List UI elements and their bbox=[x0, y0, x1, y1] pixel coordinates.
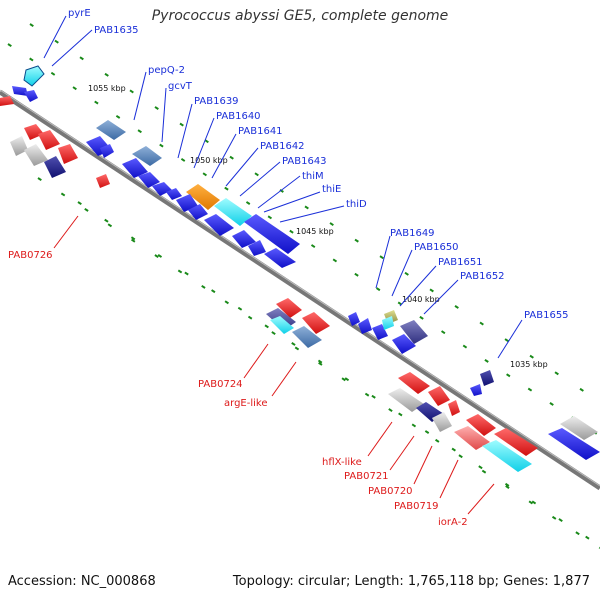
gene-label: PAB1640 bbox=[216, 111, 261, 122]
tick-dots bbox=[7, 23, 600, 549]
gene-label: PAB1650 bbox=[414, 242, 459, 253]
genome-backbone-highlight bbox=[0, 89, 600, 487]
lower-genes bbox=[0, 96, 538, 472]
gene-label: iorA-2 bbox=[438, 517, 468, 528]
gene-label: PAB1655 bbox=[524, 310, 569, 321]
gene-label: PAB1639 bbox=[194, 96, 239, 107]
tick-label: 1040 kbp bbox=[402, 295, 440, 304]
gene-label: PAB1651 bbox=[438, 257, 483, 268]
gene-label: PAB1642 bbox=[260, 141, 305, 152]
gene-label: thiD bbox=[346, 199, 367, 210]
gene-label: PAB0721 bbox=[344, 471, 389, 482]
tick-label: 1050 kbp bbox=[190, 156, 228, 165]
gene-label: gcvT bbox=[168, 81, 193, 92]
kbp-ticks: 1055 kbp 1050 kbp 1045 kbp 1040 kbp 1035… bbox=[88, 84, 548, 369]
gene-label: hflX-like bbox=[322, 457, 362, 468]
gene-label: thiM bbox=[302, 171, 324, 182]
gene-label: PAB1652 bbox=[460, 271, 505, 282]
gene-label: PAB0720 bbox=[368, 486, 413, 497]
accession-text: Accession: NC_000868 bbox=[8, 574, 156, 589]
gene-label: thiE bbox=[322, 184, 341, 195]
tick-label: 1055 kbp bbox=[88, 84, 126, 93]
map-title: Pyrococcus abyssi GE5, complete genome bbox=[151, 8, 449, 24]
lower-gene-labels: PAB0726 PAB0724 argE-like hflX-like PAB0… bbox=[8, 215, 495, 528]
gene-label: PAB1635 bbox=[94, 25, 139, 36]
gene-label: argE-like bbox=[224, 398, 267, 409]
gene-label: PAB1641 bbox=[238, 126, 283, 137]
gene-label: pyrE bbox=[68, 8, 91, 19]
gene-label: PAB0724 bbox=[198, 379, 243, 390]
tick-label: 1045 kbp bbox=[296, 227, 334, 236]
genome-info-text: Topology: circular; Length: 1,765,118 bp… bbox=[232, 574, 590, 589]
tick-label: 1035 kbp bbox=[510, 360, 548, 369]
gene-label: PAB1649 bbox=[390, 228, 435, 239]
upper-genes bbox=[12, 65, 600, 460]
gene-label: PAB0726 bbox=[8, 250, 53, 261]
gene-label: PAB1643 bbox=[282, 156, 327, 167]
gene-label: pepQ-2 bbox=[148, 65, 185, 76]
gene-label: PAB0719 bbox=[394, 501, 439, 512]
genome-backbone bbox=[0, 89, 600, 491]
upper-gene-labels: pyrE PAB1635 pepQ-2 gcvT PAB1639 PAB1640… bbox=[43, 8, 569, 359]
